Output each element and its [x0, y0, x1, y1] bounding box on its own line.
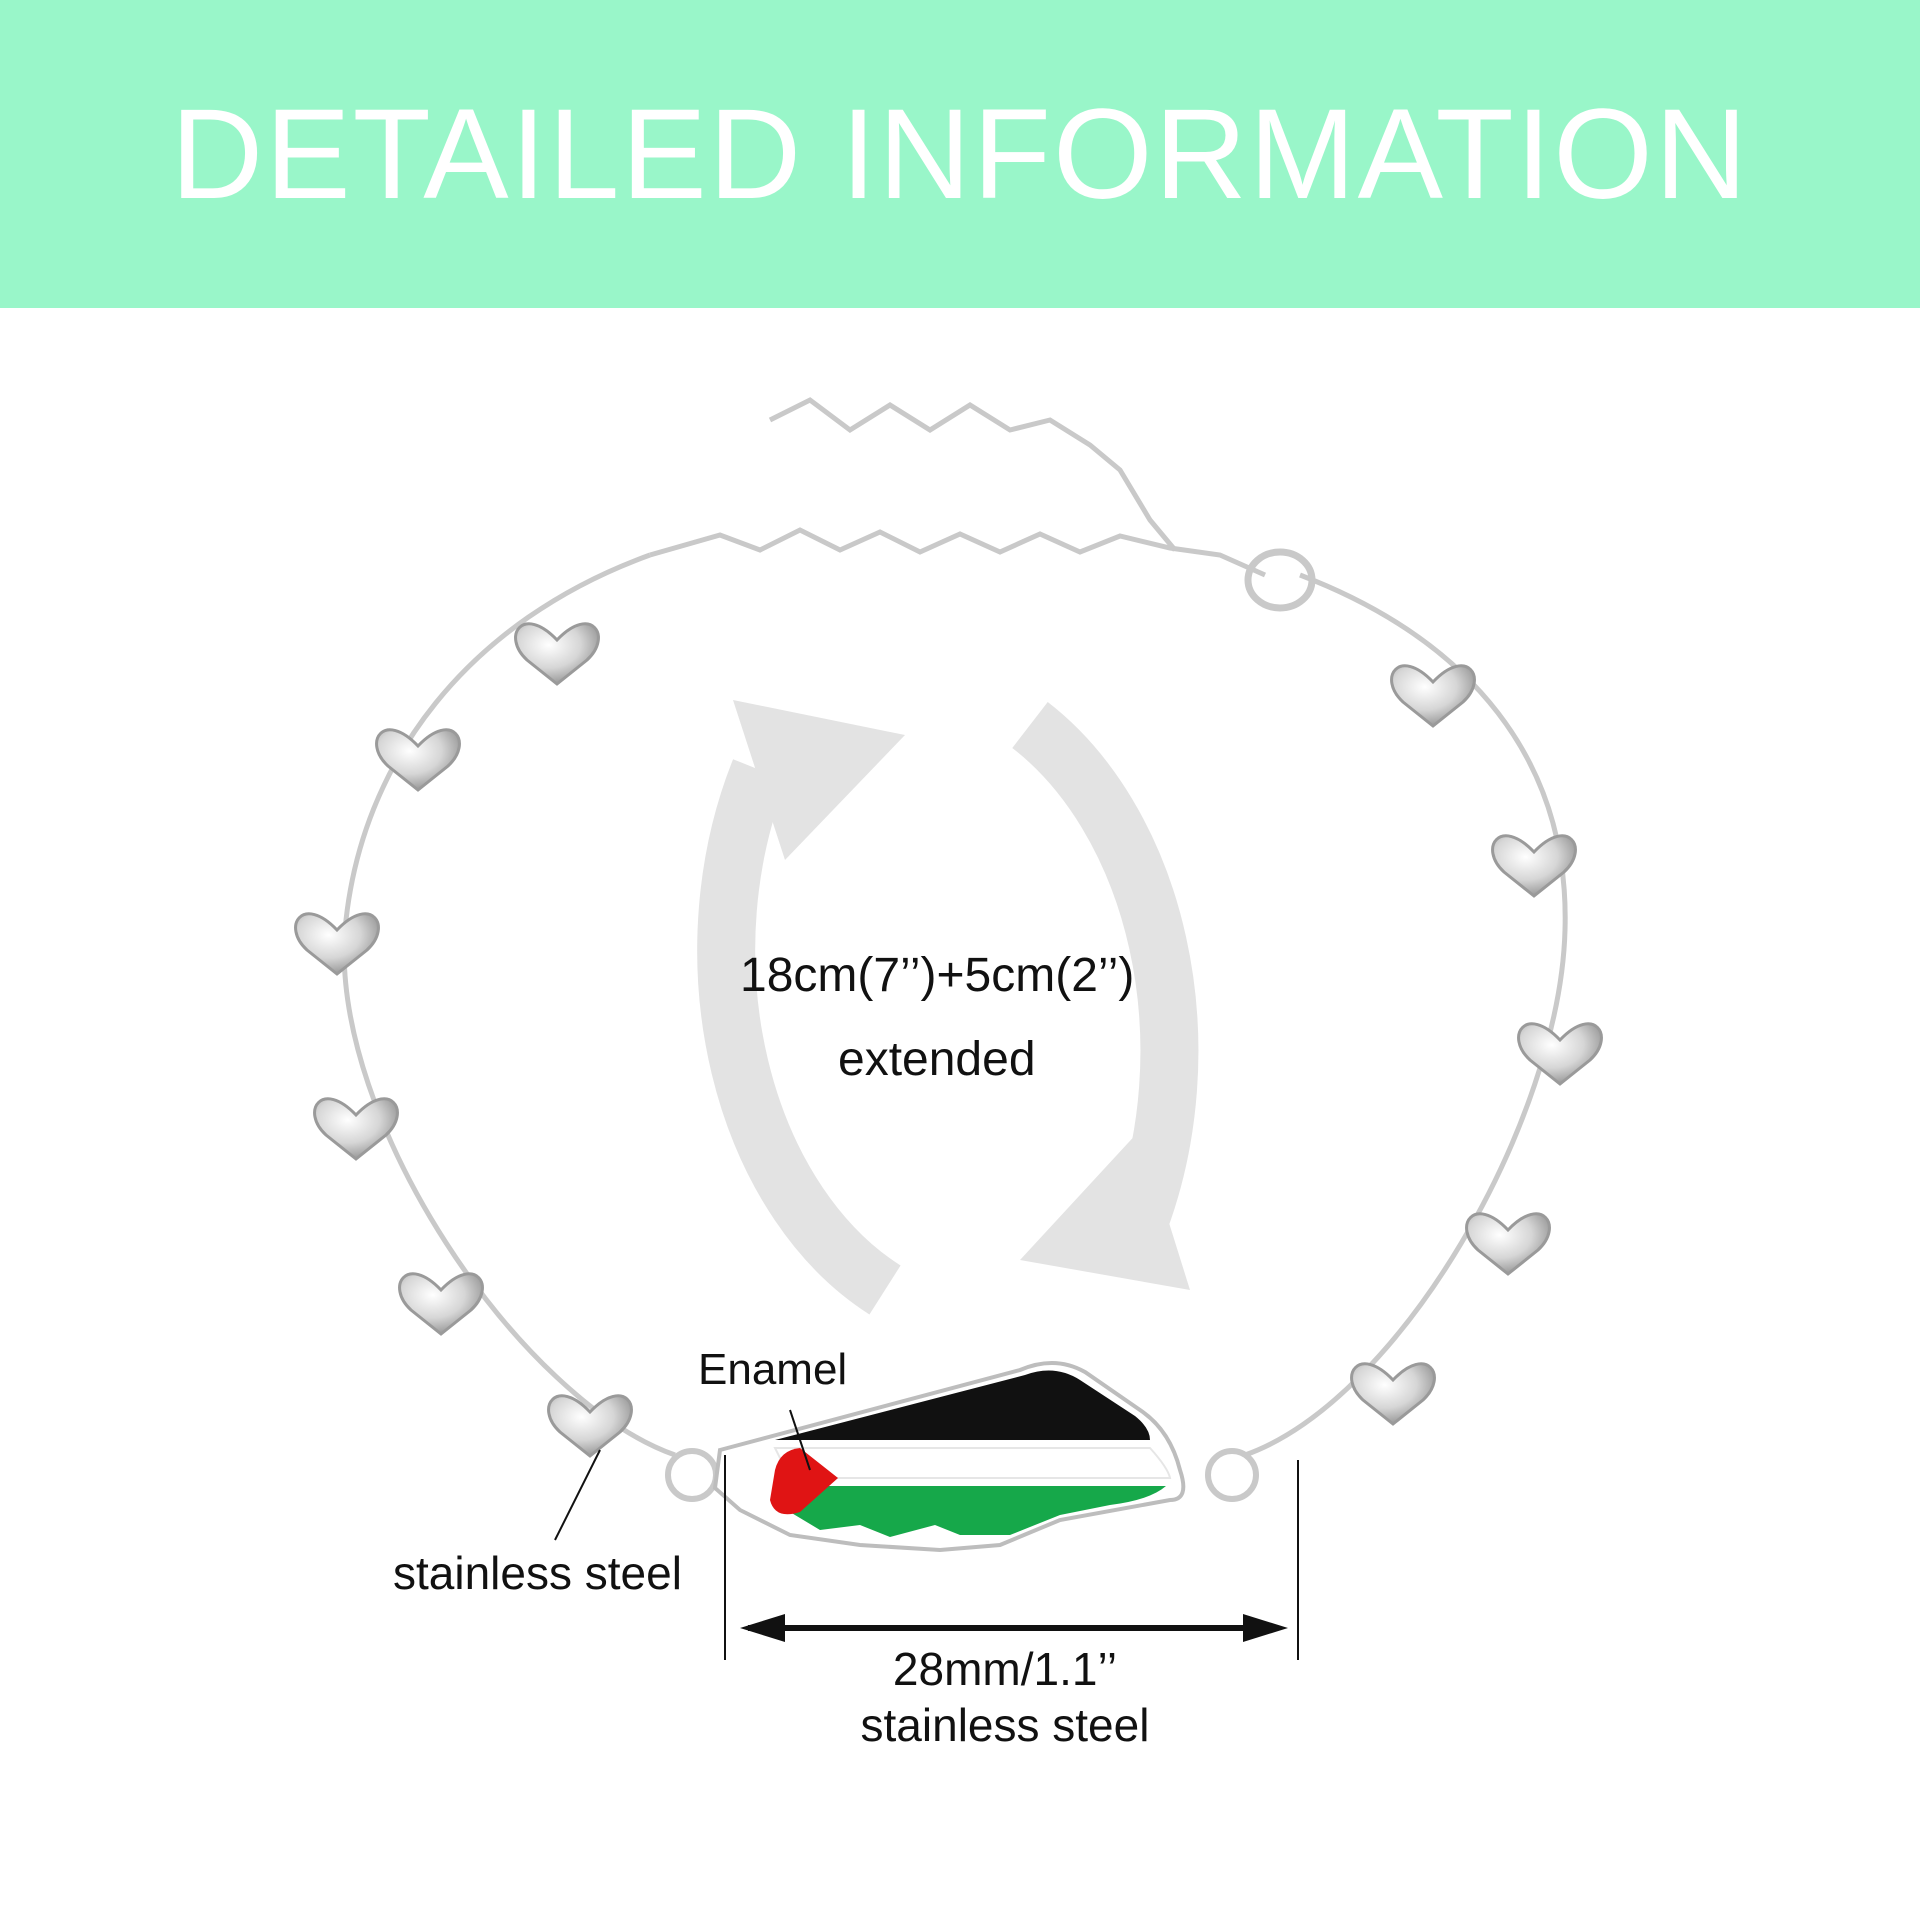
length-label: 18cm(7’’)+5cm(2’’): [740, 949, 1135, 1002]
enamel-label: Enamel: [698, 1345, 848, 1394]
length-note: extended: [838, 1033, 1036, 1086]
annotation-lines: [554, 1409, 811, 1541]
pendant-width-label: 28mm/1.1’’: [892, 1643, 1118, 1695]
heart-link-icon: [1350, 1362, 1436, 1426]
rotation-arrows-icon: [697, 700, 1199, 1315]
heart-link-icon: [1465, 1212, 1551, 1276]
heart-link-icon: [294, 912, 380, 976]
heart-link-icon: [375, 728, 461, 792]
heart-link-icon: [1517, 1022, 1603, 1086]
chain-material-label: stainless steel: [393, 1547, 682, 1599]
heart-link-icon: [547, 1394, 633, 1458]
map-flag-pendant-icon: [665, 1360, 1259, 1553]
heart-link-icon: [1491, 834, 1577, 898]
header-banner: DETAILED INFORMATION: [0, 0, 1920, 308]
pendant-material-label: stainless steel: [860, 1699, 1150, 1751]
width-dimension: [724, 1455, 1299, 1660]
heart-link-icon: [514, 622, 600, 686]
product-illustration: [294, 397, 1603, 1660]
heart-link-icon: [398, 1272, 484, 1336]
chain-icon: [341, 397, 1568, 1458]
page-title: DETAILED INFORMATION: [170, 82, 1750, 226]
heart-links: [294, 622, 1603, 1458]
heart-link-icon: [313, 1097, 399, 1161]
heart-link-icon: [1390, 664, 1476, 728]
